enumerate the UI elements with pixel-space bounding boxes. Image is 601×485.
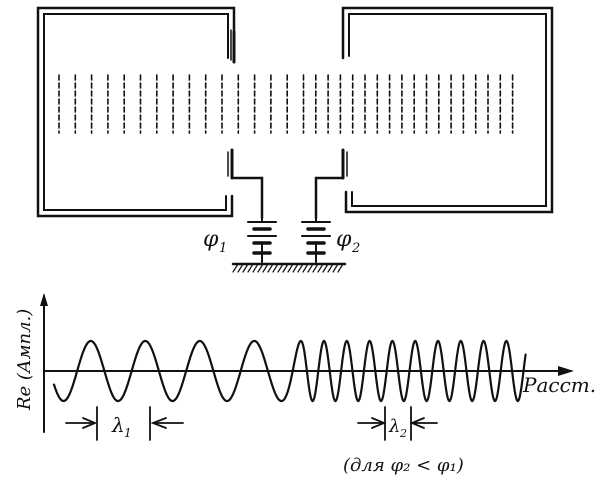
battery-phi1 <box>247 217 277 263</box>
right-box <box>341 6 554 214</box>
phi1-label: φ <box>203 227 219 252</box>
x-axis <box>43 366 574 376</box>
phi2-subscript: 2 <box>351 241 360 256</box>
lambda2-subscript: 2 <box>399 427 407 440</box>
left-box <box>36 6 236 218</box>
ground-hatch-line <box>302 263 309 273</box>
ground-hatch-line <box>307 263 314 273</box>
lambda1-subscript: 1 <box>124 426 132 440</box>
ground-hatch-line <box>317 263 324 273</box>
ground-hatch-line <box>277 263 284 273</box>
ground-hatch-line <box>292 263 299 273</box>
lambda2-marker <box>357 406 438 441</box>
ground-hatch-line <box>272 263 279 273</box>
phi1-subscript: 1 <box>219 241 227 256</box>
battery-phi2 <box>301 217 331 263</box>
condition-caption: (для φ₂ < φ₁) <box>343 455 464 476</box>
ground-hatch-line <box>262 263 269 273</box>
ground-hatch-line <box>257 263 264 273</box>
ground-hatch-line <box>237 263 244 273</box>
y-axis <box>40 293 48 433</box>
ground-hatch-line <box>242 263 249 273</box>
ground-hatch-line <box>232 263 239 273</box>
wavefront-lines <box>58 74 514 134</box>
lambda2-label: λ <box>388 416 400 437</box>
ground-hatch-line <box>247 263 254 273</box>
ground-hatch-line <box>332 263 339 273</box>
amplitude-wave <box>52 339 527 403</box>
left-electrode-wire <box>230 176 264 220</box>
ground-hatch-line <box>327 263 334 273</box>
ground-hatch-line <box>322 263 329 273</box>
ground-hatch-line <box>297 263 304 273</box>
ground-hatch-line <box>252 263 259 273</box>
phi2-label: φ <box>336 227 352 252</box>
ground-hatch-line <box>282 263 289 273</box>
ground-hatch-line <box>267 263 274 273</box>
ground-hatch-line <box>312 263 319 273</box>
lambda1-marker <box>65 406 184 441</box>
lambda1-label: λ <box>111 413 125 437</box>
ground-hatch-line <box>287 263 294 273</box>
ground-symbol <box>231 262 347 273</box>
x-axis-label: Расст. <box>522 373 596 397</box>
right-electrode-wire <box>314 176 345 220</box>
y-axis-label: Re (Ампл.) <box>14 309 35 411</box>
ground-hatch-line <box>337 263 344 273</box>
